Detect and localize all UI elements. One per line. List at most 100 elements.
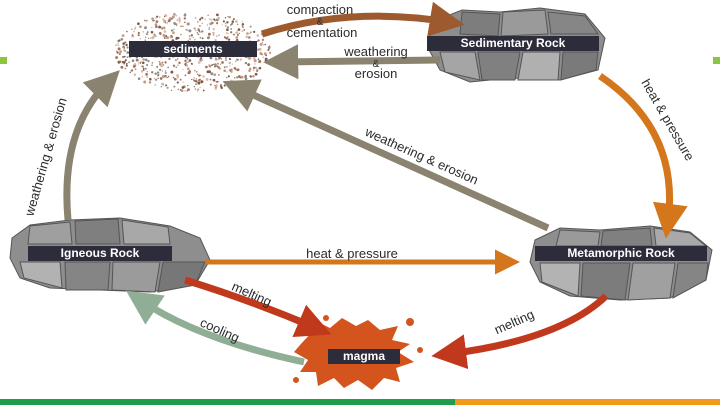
sediment-dot [226,28,229,32]
weathering-top-label: weathering [343,44,408,59]
metamorphic-rock-node: Metamorphic Rock [529,225,713,301]
sediment-dot [200,56,203,60]
sediment-dot [154,83,157,86]
sediment-dot [218,74,220,76]
sediment-dot [193,27,196,30]
sediment-dot [126,51,129,54]
sediment-dot [137,63,140,65]
sediment-dot [115,56,119,59]
sediment-dot [178,17,181,21]
sediment-dot [245,35,249,39]
sediment-dot [253,30,256,33]
sediment-dot [197,81,201,85]
sediment-dot [144,26,147,30]
sediment-dot [197,33,200,36]
sediment-dot [264,43,267,46]
sediment-dot [262,56,265,59]
sediment-dot [193,77,196,79]
sediment-dot [130,28,133,31]
heat-pressure-middle-label: heat & pressure [306,246,398,261]
sediments-node: sediments [115,12,272,92]
sediment-dot [198,25,201,27]
sediment-dot [254,63,256,65]
sediment-dot [175,66,177,68]
sediment-dot [208,28,210,31]
sediment-dot [221,61,224,64]
sediment-dot [174,59,177,62]
magma-label: magma [343,349,385,363]
sediment-dot [162,33,166,37]
sediment-dot [197,21,199,23]
sediment-dot [248,67,252,71]
sediment-dot [144,39,146,41]
sedimentary-rock-node: Sedimentary Rock [427,7,606,83]
sediment-dot [245,77,248,80]
sediment-dot [216,13,219,17]
melting-right-arrow [431,293,609,370]
sediment-dot [163,21,166,23]
sediment-dot [182,68,184,71]
sediment-dot [144,36,147,39]
sediment-dot [211,18,213,20]
sediment-dot [154,23,158,26]
sediment-dot [208,64,212,68]
sediment-dot [229,85,232,88]
sediment-dot [147,37,150,40]
sediment-dot [142,58,146,61]
sediment-dot [194,88,197,90]
sediment-dot [154,25,158,28]
sediment-dot [227,38,231,41]
sediment-dot [143,80,147,84]
sediment-dot [208,27,210,29]
sediment-dot [176,76,179,79]
sediment-dot [225,59,227,61]
sediment-dot [236,76,239,79]
sediment-dot [172,64,176,67]
sediment-dot [175,78,178,81]
sediment-dot [186,29,189,31]
sediment-dot [175,24,178,26]
sediment-dot [236,30,239,32]
sediment-dot [230,28,233,30]
heat-pressure-right-arrow [598,73,688,239]
sediment-dot [207,32,211,36]
sediment-dot [161,82,164,86]
sediment-dot [235,20,238,23]
sediment-dot [153,33,156,36]
sediment-dot [263,44,265,46]
sediment-dot [194,38,196,41]
sediment-dot [225,37,229,40]
weathering-erosion-left-arrow [63,70,120,221]
sediment-dot [186,67,190,71]
sediment-dot [121,34,125,37]
sediment-dot [177,88,180,91]
sediment-dot [236,82,239,84]
sediment-dot [156,71,160,74]
sediment-dot [119,60,122,63]
sediment-dot [224,81,227,85]
sediment-dot [145,32,149,36]
sediment-dot [155,78,158,81]
sediment-dot [224,22,227,25]
sediment-dot [121,60,125,64]
sediment-dot [133,62,136,66]
weathering-erosion-left-label: weathering & erosion [21,96,69,219]
sediment-dot [231,20,235,23]
sediment-dot [205,77,209,81]
sediment-dot [209,56,213,60]
sediment-dot [224,25,227,28]
sediment-dot [159,77,163,80]
sediment-dot [164,76,167,79]
sediment-dot [135,58,139,62]
sediment-dot [206,36,210,40]
sediment-dot [164,71,167,75]
sediment-dot [173,28,175,31]
sediment-dot [166,86,169,89]
sediment-dot [210,19,213,21]
sediment-dot [160,64,164,68]
sediment-dot [176,58,179,60]
sediment-dot [227,35,229,38]
sediment-dot [197,88,200,91]
sediment-dot [249,75,252,78]
sediment-dot [158,60,161,63]
